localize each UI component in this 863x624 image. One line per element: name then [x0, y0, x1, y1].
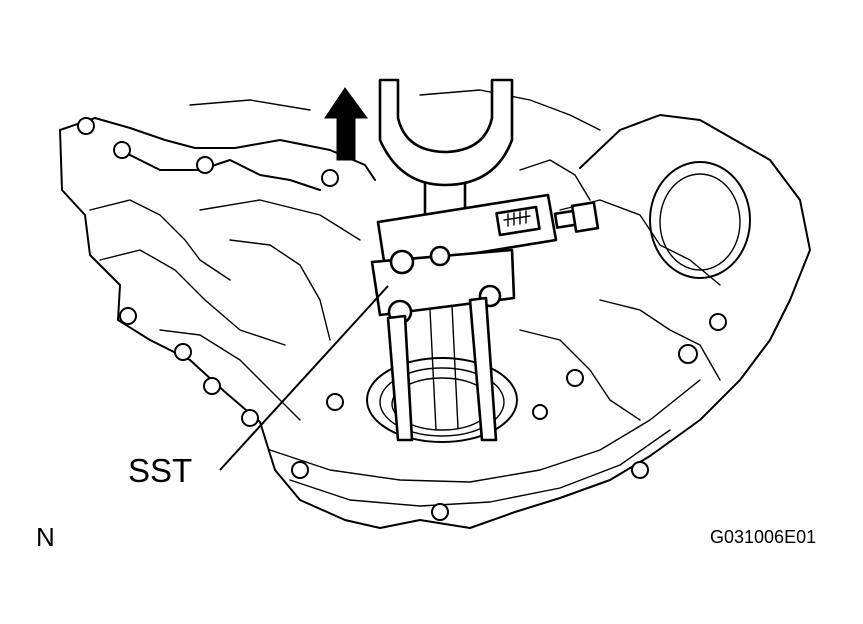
sst-leader-line [219, 285, 389, 471]
arrow-up-icon [324, 87, 368, 161]
view-code-label: N [36, 522, 55, 552]
sst-label: SST [128, 452, 193, 489]
figure-id-label: G031006E01 [710, 527, 817, 547]
sst-puller [370, 78, 600, 442]
